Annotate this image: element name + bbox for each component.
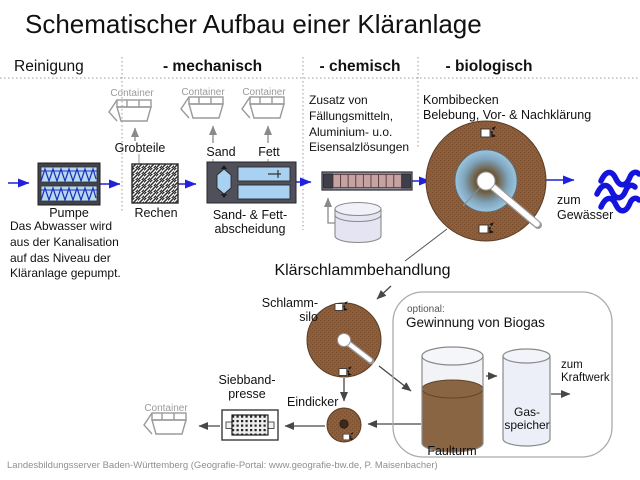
sludge-silo-icon [306,300,382,378]
gas-holder-label-line1: Gas- [513,405,540,419]
pump-note-line4: Kläranlage gepumpt. [10,266,121,281]
pump-note-line1: Das Abwasser wird [10,219,113,233]
phase-separator-lines [0,57,640,230]
container-icon-sand [180,96,224,119]
grobteile-label: Grobteile [114,141,166,155]
container-icon-fett [241,96,285,119]
header-chemisch: - chemisch [319,58,401,75]
container-label-4: Container [144,403,188,414]
grit-grease-trap-icon [206,161,297,204]
chemical-note-line2: Fällungsmitteln, [309,108,394,123]
sludge-silo-label-line2: silo [299,310,318,324]
belt-press-label: Siebband- presse [210,373,284,401]
sludge-arrows [198,285,571,430]
belt-press-label-line1: Siebband- [218,373,276,387]
kombibecken-label: Kombibecken Belebung, Vor- & Nachklärung [423,93,591,124]
footer-credit: Landesbildungsserver Baden-Württemberg (… [7,460,438,471]
thickener-label: Eindicker [287,395,339,409]
container-label-1: Container [110,88,154,99]
digester-label: Faulturm [427,444,477,458]
grit-grease-label: Sand- & Fett- abscheidung [204,208,296,236]
container-icon-sludge [143,412,187,435]
kraftwerk-label-line2: Kraftwerk [561,371,610,384]
container-label-2: Container [181,87,225,98]
screen-icon [131,163,179,204]
digester-icon [421,346,484,453]
pump-note-line2: aus der Kanalisation [10,234,119,249]
chemical-note: Zusatz von Fällungsmitteln, Aluminium- u… [309,93,409,156]
pump-icon [37,162,101,206]
biogas-optional-frame [392,291,613,458]
kraftwerk-label-line1: zum [561,359,583,371]
screen-label: Rechen [134,206,178,220]
kombibecken-icon [425,120,547,242]
dosing-tank-icon [334,201,382,244]
becken-to-sludge-line [404,228,448,262]
chemical-mixer-icon [321,171,413,191]
outflow-label-line1: zum [557,193,581,207]
outflow-label-line2: Gewässer [557,207,614,222]
chemical-note-line3: Aluminium- u.o. [309,124,393,139]
kombibecken-label-line1: Kombibecken [423,93,499,107]
gas-holder-label-line2: speicher [504,418,550,433]
sludge-silo-label: Schlamm- silo [250,296,318,324]
header-reinigung: Reinigung [14,58,84,75]
optional-label: optional: [407,304,445,315]
chemical-note-line4: Eisensalzlösungen [309,140,410,155]
removal-arrows [131,125,337,224]
sludge-heading: Klärschlammbehandlung [274,262,451,279]
grit-grease-label-line1: Sand- & Fett- [212,208,288,222]
sludge-silo-label-line1: Schlamm- [261,296,318,310]
pump-note: Das Abwasser wird aus der Kanalisation a… [10,219,121,282]
pump-label: Pumpe [49,206,89,220]
belt-press-icon [221,409,279,441]
outflow-label: zum Gewässer [557,193,613,222]
container-label-3: Container [242,87,286,98]
grit-grease-label-line2: abscheidung [214,222,286,236]
sand-label: Sand [206,145,236,159]
gas-holder-icon [502,348,551,447]
container-icon-grobteile [108,99,152,122]
header-mechanisch: - mechanisch [162,58,263,75]
kombibecken-label-line2: Belebung, Vor- & Nachklärung [423,108,592,123]
gas-holder-label: Gas- speicher [500,405,554,433]
thickener-icon [326,407,362,443]
biogas-label: Gewinnung von Biogas [406,315,545,330]
pump-note-line3: auf das Niveau der [10,250,111,265]
header-biologisch: - biologisch [445,58,533,75]
belt-press-label-line2: presse [228,387,266,401]
kraftwerk-label: zum Kraftwerk [561,359,610,385]
fett-label: Fett [258,145,280,159]
chemical-note-line1: Zusatz von [309,93,368,107]
page-title: Schematischer Aufbau einer Kläranlage [25,9,482,39]
